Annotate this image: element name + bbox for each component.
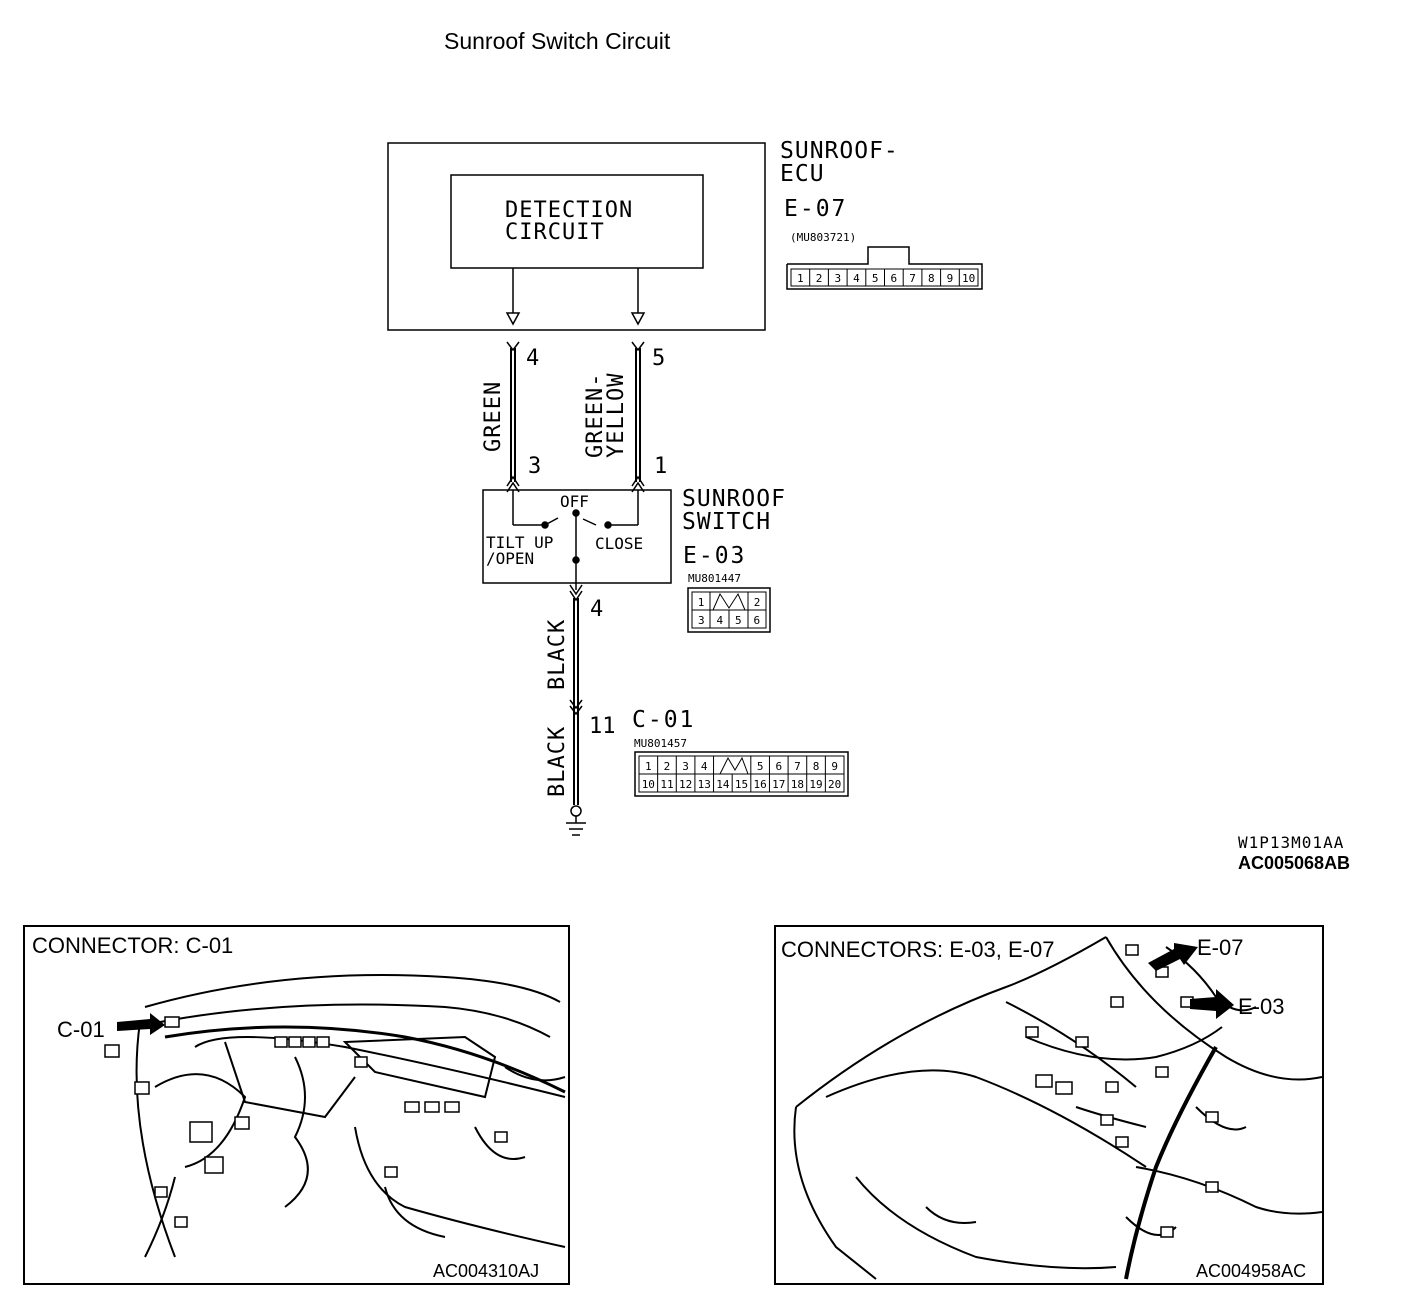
switch-pin-1: 1 [654,454,668,479]
left-panel-title: CONNECTOR: C-01 [32,933,234,958]
c01-connector-label: C-01 [632,707,696,733]
switch-name-line2: SWITCH [682,509,772,535]
detection-circuit-box [450,174,704,269]
detection-circuit-label: DETECTION CIRCUIT [505,200,633,244]
ecu-connector-label: E-07 [784,196,848,222]
c01-pin-18: 18 [791,778,804,791]
c01-pin-7: 7 [794,760,801,773]
c01-pin-2: 2 [664,760,671,773]
c01-pin-11: 11 [660,778,673,791]
c01-callout: C-01 [57,1017,105,1042]
c01-pin-4: 4 [701,760,708,773]
switch-pin-3: 3 [528,454,542,479]
tilt-line2: /OPEN [486,549,535,568]
e03-pin-5: 5 [735,614,742,627]
green-yellow-line2: YELLOW [604,372,629,458]
e07-pin-4: 4 [853,272,860,285]
connectors-e03-e07-panel: CONNECTORS: E-03, E-07 E-07 E-03 AC00495… [774,925,1324,1285]
e07-pin-3: 3 [834,272,841,285]
c01-pin-13: 13 [698,778,711,791]
c01-pin-17: 17 [772,778,785,791]
ecu-name-line2: ECU [780,161,825,187]
e07-pin-1: 1 [797,272,804,285]
switch-ground-pin: 4 [590,597,604,622]
c01-pin-5: 5 [757,760,764,773]
e07-pin-6: 6 [891,272,898,285]
diagram-code-1: W1P13M01AA [1238,833,1345,852]
switch-pos-close: CLOSE [595,534,644,553]
switch-connector-label: E-03 [683,543,747,569]
tilt-line1: TILT UP [486,533,554,552]
diagram-code-2: AC005068AB [1238,853,1351,873]
e03-pin-6: 6 [753,614,760,627]
e07-pin-8: 8 [928,272,935,285]
c01-pin-1: 1 [645,760,652,773]
c01-pin-8: 8 [813,760,820,773]
switch-part-number: MU801447 [688,572,741,585]
wire-color-black-upper: BLACK [545,618,570,690]
c01-part-number: MU801457 [634,737,687,750]
detection-line2: CIRCUIT [505,220,605,245]
wire-color-black-lower: BLACK [545,725,570,797]
c01-pin-12: 12 [679,778,692,791]
ecu-box [387,142,766,331]
detection-line1: DETECTION [505,198,634,223]
c01-pin-11: 11 [589,714,616,739]
c01-pin-20: 20 [828,778,841,791]
c01-pin-10: 10 [642,778,655,791]
c01-pin-16: 16 [754,778,767,791]
e07-pin-10: 10 [962,272,975,285]
page-title: Sunroof Switch Circuit [444,28,671,54]
c01-pin-14: 14 [716,778,730,791]
c01-pin-9: 9 [831,760,838,773]
e07-pin-2: 2 [816,272,823,285]
connector-c01-panel: CONNECTOR: C-01 C-01 AC004310AJ [23,925,570,1285]
c01-pin-15: 15 [735,778,748,791]
c01-pin-19: 19 [809,778,822,791]
ecu-pin-4: 4 [526,346,540,371]
e07-pin-5: 5 [872,272,879,285]
e07-pin-7: 7 [909,272,916,285]
switch-pos-off: OFF [560,492,589,511]
e03-pin-1: 1 [698,596,705,609]
switch-box [482,489,672,584]
e07-pin-9: 9 [947,272,954,285]
switch-pos-tilt: TILT UP /OPEN [486,535,553,567]
right-panel-title: CONNECTORS: E-03, E-07 [781,937,1055,962]
green-yellow-line1: GREEN- [583,372,608,458]
switch-name-line1: SUNROOF [682,486,786,512]
e07-callout: E-07 [1197,935,1244,960]
switch-name: SUNROOF SWITCH [682,488,786,534]
left-panel-code: AC004310AJ [433,1261,540,1281]
ecu-pin-5: 5 [652,346,666,371]
c01-pin-6: 6 [775,760,782,773]
e03-pin-3: 3 [698,614,705,627]
wire-color-green-yellow: GREEN- YELLOW [583,372,629,458]
ecu-part-number: (MU803721) [790,231,857,244]
engine-bay-illustration [793,936,1322,1280]
ecu-name-line1: SUNROOF- [780,138,899,164]
e03-pin-4: 4 [716,614,723,627]
wire-color-green: GREEN [481,380,506,452]
right-panel-code: AC004958AC [1196,1261,1307,1281]
ecu-name: SUNROOF- ECU [780,140,899,186]
e03-callout: E-03 [1238,994,1285,1019]
dashboard-illustration [104,974,566,1258]
c01-pin-3: 3 [682,760,689,773]
e03-pin-2: 2 [754,596,761,609]
